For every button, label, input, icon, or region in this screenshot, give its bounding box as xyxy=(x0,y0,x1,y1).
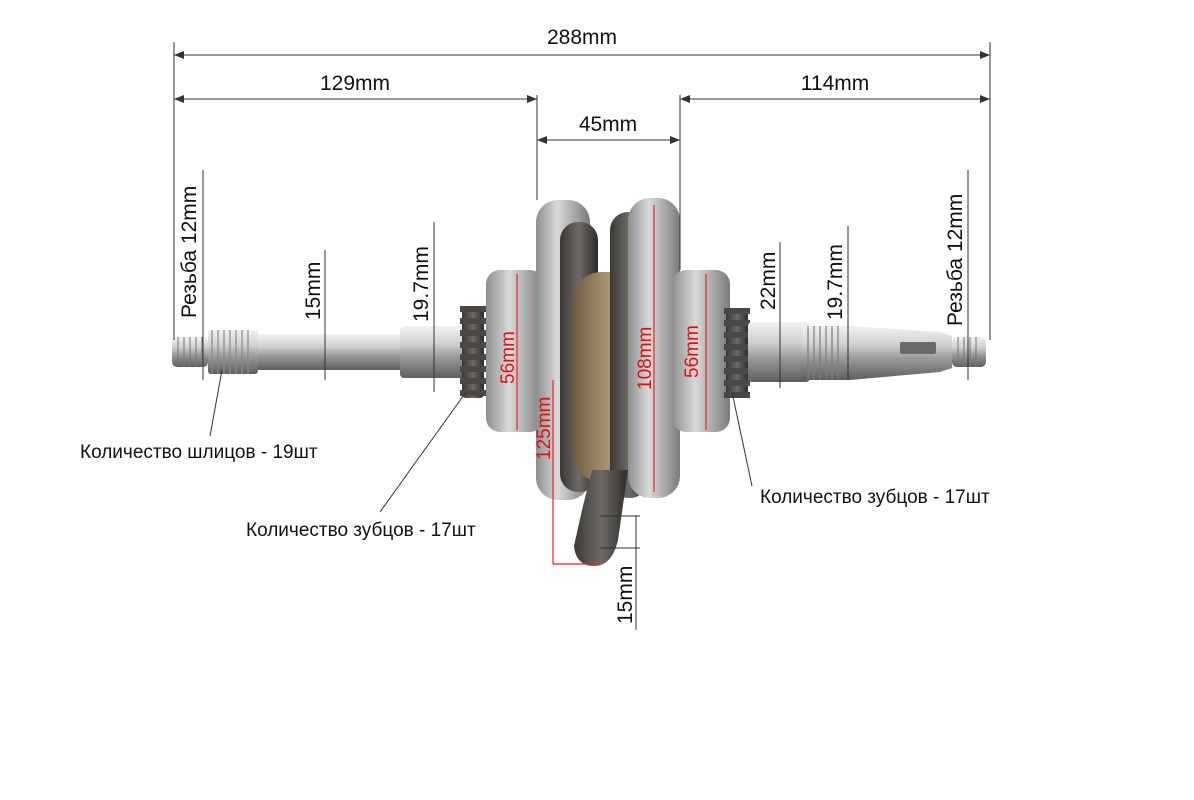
left-bearing xyxy=(486,270,544,432)
crankshaft-part xyxy=(172,198,986,566)
right-bearing xyxy=(672,270,730,432)
connecting-rod xyxy=(574,470,628,566)
left-shaft-dia-text: 15mm xyxy=(302,262,325,320)
left-teeth-leader xyxy=(379,391,467,513)
spline-section xyxy=(208,330,258,374)
right-gear-teeth xyxy=(724,308,750,398)
right-bearing-outer-text: 56mm xyxy=(682,325,703,378)
left-thread-text: Резьба 12mm xyxy=(178,186,201,318)
dimension-texts: 288mm 129mm 114mm 45mm Резьба 12mm Резьб… xyxy=(80,26,990,624)
overall-length-text: 288mm xyxy=(547,26,617,49)
flywheel-width-text: 45mm xyxy=(579,113,637,136)
right-thread-grooves xyxy=(957,337,977,367)
rod-dia-text: 15mm xyxy=(614,566,637,624)
right-timing-gear xyxy=(726,308,748,398)
right-thread-end xyxy=(952,337,986,367)
left-shaft-collar xyxy=(400,326,466,378)
left-thread-grooves xyxy=(177,337,203,367)
right-teeth-count-label: Количество зубцов - 17шт xyxy=(760,487,990,508)
right-thread-text: Резьба 12mm xyxy=(944,194,967,326)
splines-leader xyxy=(209,369,223,437)
left-length-text: 129mm xyxy=(320,72,390,95)
left-bearing-outer-text: 56mm xyxy=(498,331,519,384)
right-length-text: 114mm xyxy=(801,72,869,95)
right-shaft-collar xyxy=(748,322,810,382)
left-shaft xyxy=(258,334,404,370)
left-teeth-count-label: Количество зубцов - 17шт xyxy=(246,520,476,541)
left-gear-teeth xyxy=(460,306,486,396)
dimension-lines xyxy=(173,42,991,630)
right-gear-dia-text: 19.7mm xyxy=(824,244,847,320)
web-large-text: 125mm xyxy=(534,397,555,460)
right-keyway xyxy=(900,342,936,354)
left-timing-gear xyxy=(462,306,484,398)
red-dimension-lines xyxy=(516,205,707,565)
right-teeth-leader xyxy=(731,391,753,487)
right-bearing-dia-text: 22mm xyxy=(757,252,780,310)
web-small-text: 108mm xyxy=(635,327,656,390)
right-collar-threads xyxy=(807,326,839,380)
spline-grooves xyxy=(211,330,249,374)
splines-count-label: Количество шлицов - 19шт xyxy=(80,442,318,463)
left-gear-dia-text: 19.7mm xyxy=(410,246,433,322)
